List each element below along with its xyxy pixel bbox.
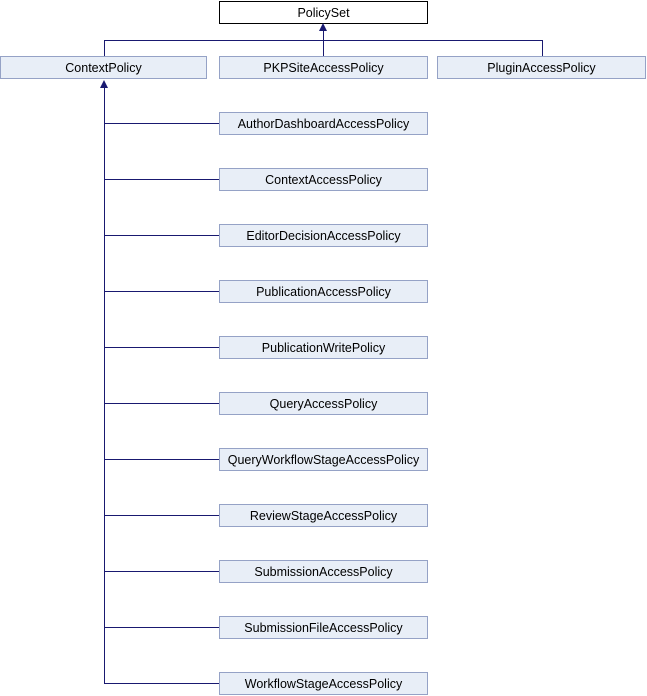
class-node-publicationaccesspolicy[interactable]: PublicationAccessPolicy — [219, 280, 428, 303]
branch-line — [104, 179, 219, 180]
connector-line — [542, 40, 543, 56]
branch-line — [104, 291, 219, 292]
class-node-reviewstageaccesspolicy[interactable]: ReviewStageAccessPolicy — [219, 504, 428, 527]
class-node-policyset: PolicySet — [219, 1, 428, 24]
branch-line — [104, 403, 219, 404]
branch-line — [104, 123, 219, 124]
branch-line — [104, 627, 219, 628]
branch-line — [104, 235, 219, 236]
inheritance-arrowhead-contextpolicy — [100, 80, 108, 88]
class-node-queryworkflowstageaccesspolicy[interactable]: QueryWorkflowStageAccessPolicy — [219, 448, 428, 471]
class-node-authordashboardaccesspolicy[interactable]: AuthorDashboardAccessPolicy — [219, 112, 428, 135]
class-node-editordecisionaccesspolicy[interactable]: EditorDecisionAccessPolicy — [219, 224, 428, 247]
class-node-pkpsiteaccesspolicy[interactable]: PKPSiteAccessPolicy — [219, 56, 428, 79]
class-node-contextaccesspolicy[interactable]: ContextAccessPolicy — [219, 168, 428, 191]
branch-line — [104, 515, 219, 516]
class-node-publicationwritepolicy[interactable]: PublicationWritePolicy — [219, 336, 428, 359]
branch-line — [104, 683, 219, 684]
connector-line — [104, 40, 543, 41]
trunk-line — [104, 87, 105, 684]
class-node-contextpolicy[interactable]: ContextPolicy — [0, 56, 207, 79]
branch-line — [104, 347, 219, 348]
inheritance-arrowhead-policyset — [319, 23, 327, 31]
connector-line — [323, 30, 324, 56]
branch-line — [104, 459, 219, 460]
class-node-workflowstageaccesspolicy[interactable]: WorkflowStageAccessPolicy — [219, 672, 428, 695]
class-node-queryaccesspolicy[interactable]: QueryAccessPolicy — [219, 392, 428, 415]
class-node-submissionfileaccesspolicy[interactable]: SubmissionFileAccessPolicy — [219, 616, 428, 639]
class-node-submissionaccesspolicy[interactable]: SubmissionAccessPolicy — [219, 560, 428, 583]
branch-line — [104, 571, 219, 572]
class-node-pluginaccesspolicy[interactable]: PluginAccessPolicy — [437, 56, 646, 79]
connector-line — [104, 40, 105, 56]
